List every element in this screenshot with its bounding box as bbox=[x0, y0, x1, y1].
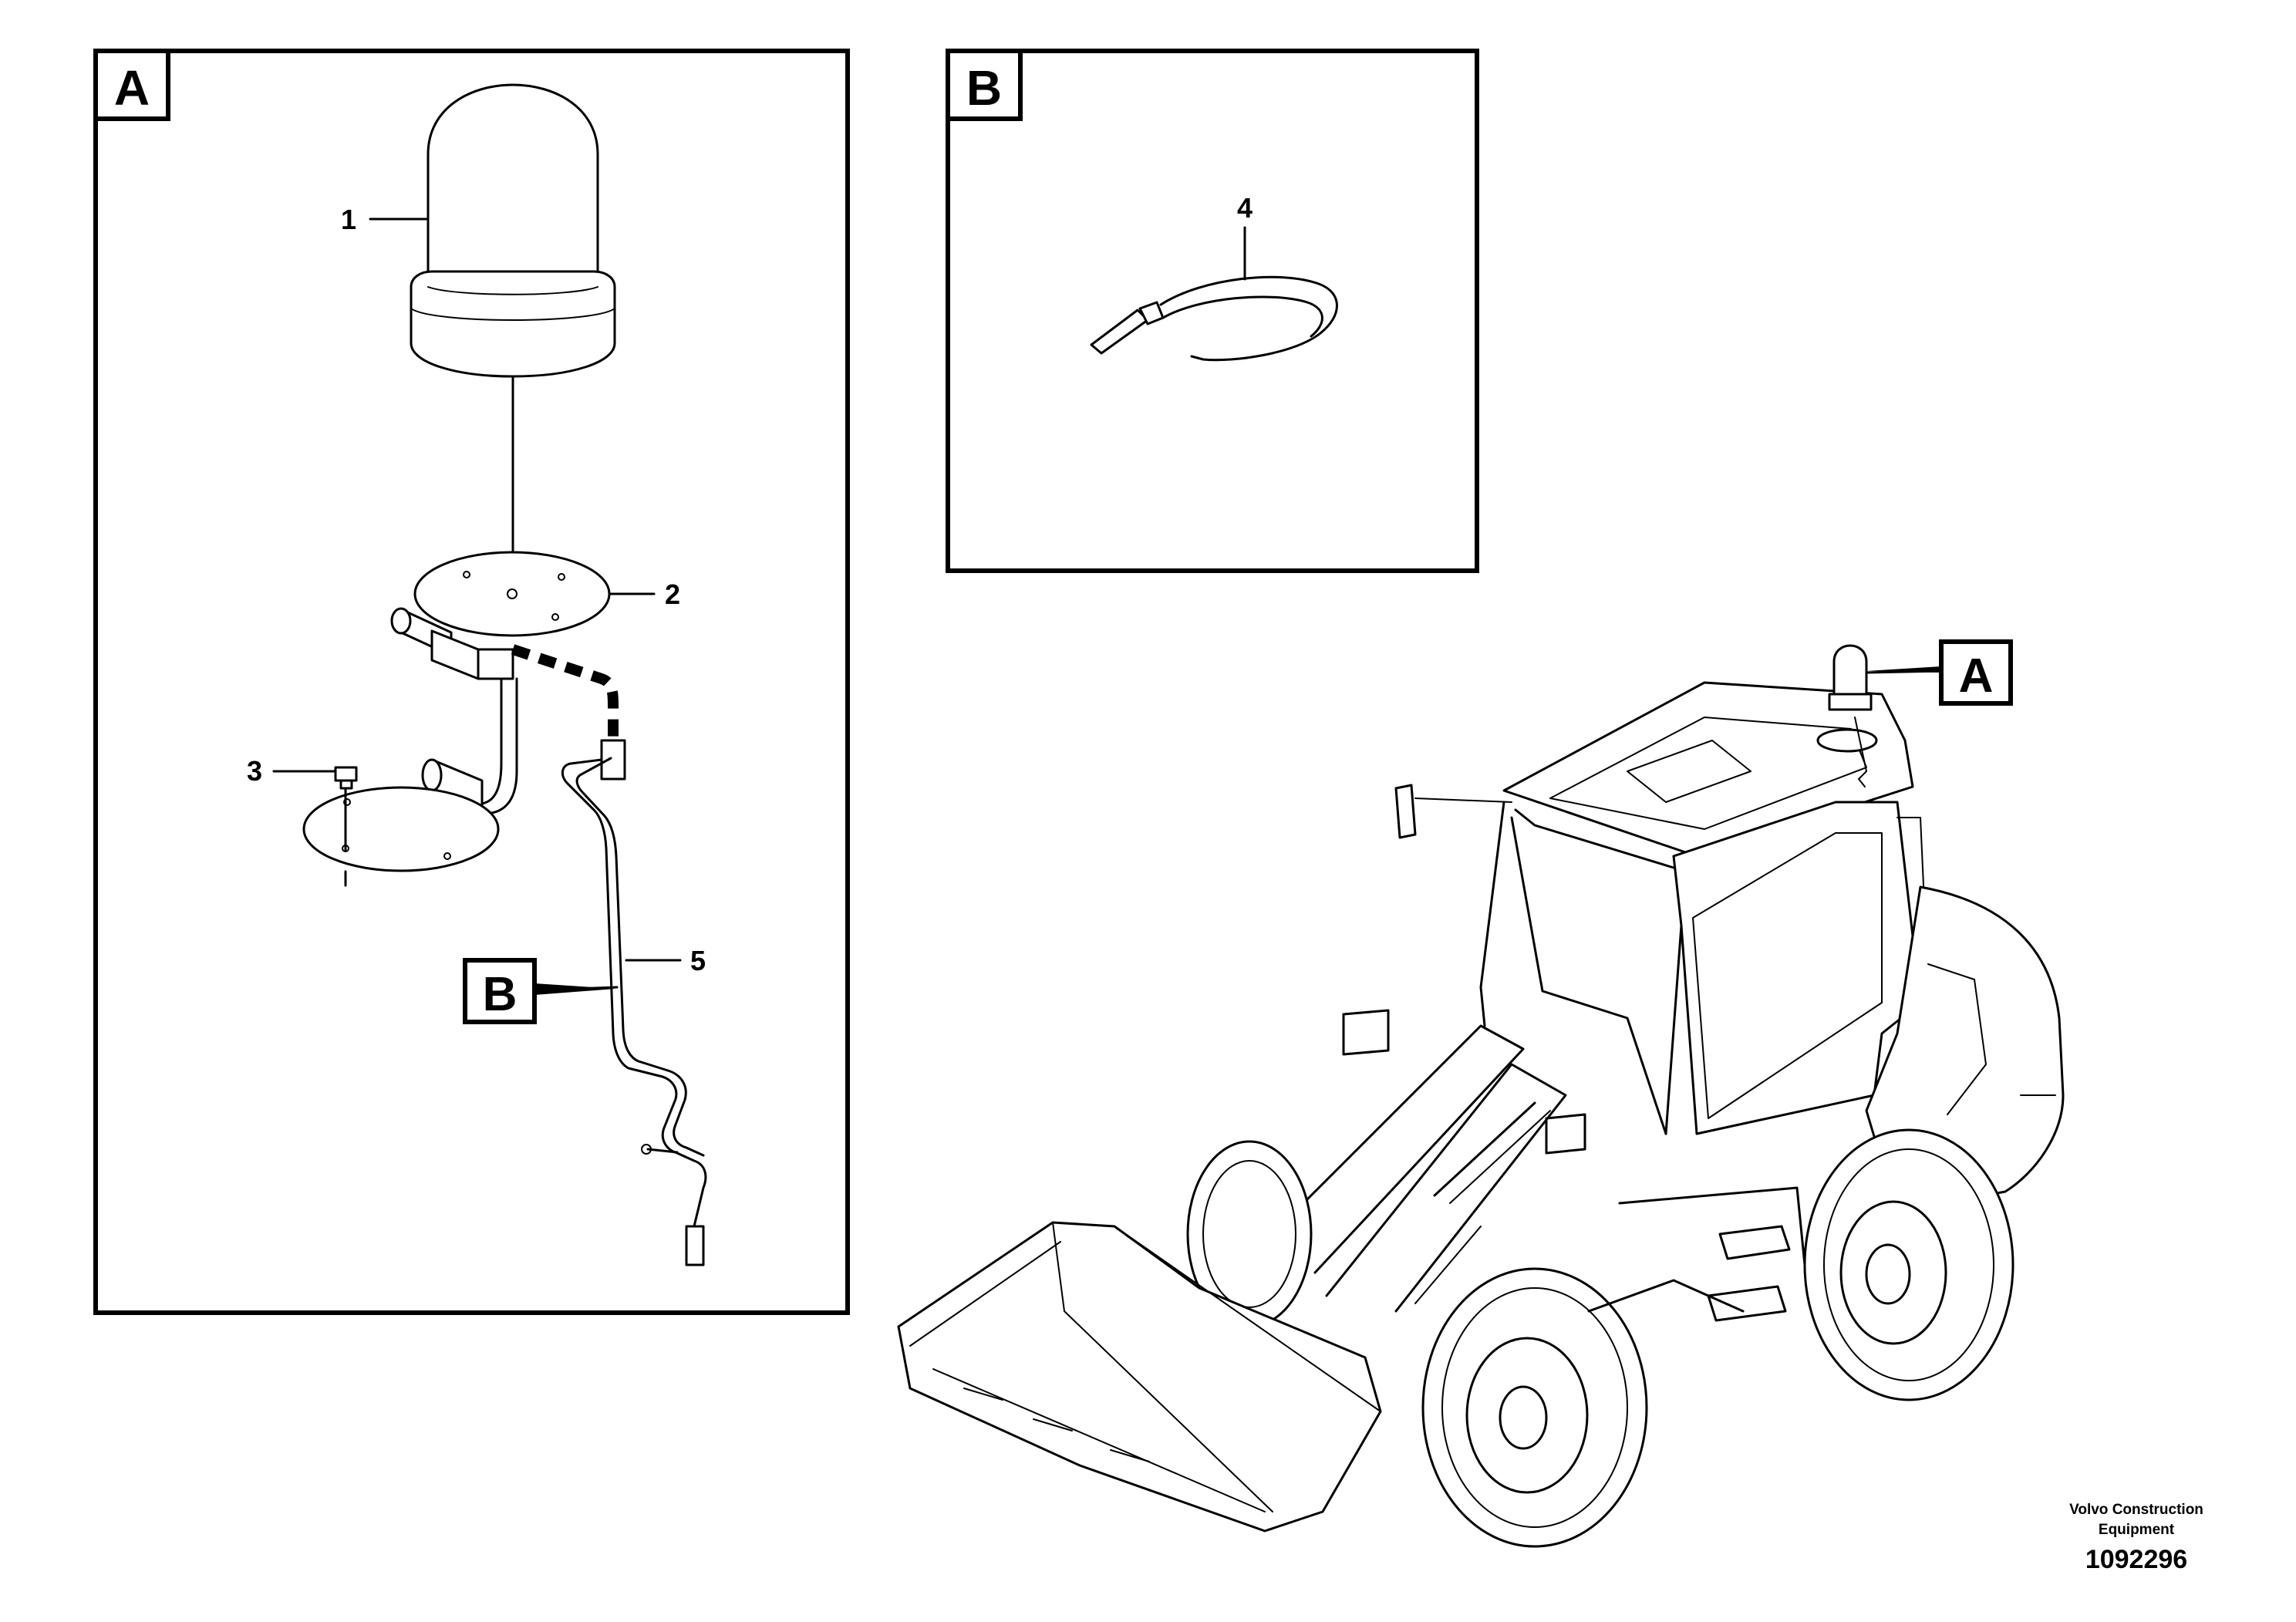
ref-a-letter: A bbox=[1959, 649, 1994, 703]
callout-3: 3 bbox=[247, 755, 262, 787]
brand-line-1: Volvo Construction bbox=[2069, 1502, 2203, 1518]
panel-b-letter: B bbox=[966, 60, 1002, 116]
beacon-light bbox=[410, 83, 616, 378]
callout-2: 2 bbox=[665, 578, 680, 610]
bracket-assembly bbox=[390, 607, 518, 815]
ref-b-letter: B bbox=[483, 968, 518, 1021]
cable-tie bbox=[1090, 275, 1338, 362]
ref-b-leader bbox=[533, 986, 619, 992]
lower-plate bbox=[302, 786, 500, 872]
roof-beacon bbox=[1832, 644, 1868, 696]
panel-b: B 4 bbox=[946, 49, 1479, 573]
callout-5: 5 bbox=[690, 945, 706, 976]
cable-dashed bbox=[511, 644, 619, 740]
brand-line-2: Equipment bbox=[2099, 1522, 2175, 1538]
wheel-loader-illustration: A bbox=[897, 639, 2065, 1548]
ref-b-box bbox=[463, 958, 537, 1024]
mounting-plate bbox=[413, 551, 611, 637]
panel-a-letter: A bbox=[114, 60, 150, 116]
bucket bbox=[897, 1221, 1382, 1533]
callout-4: 4 bbox=[1237, 192, 1253, 224]
callout-1: 1 bbox=[341, 204, 356, 235]
panel-a: A 1 2 bbox=[93, 49, 850, 1315]
rear-wheel bbox=[1803, 1128, 2014, 1401]
image-number: 1092296 bbox=[2085, 1545, 2187, 1574]
screw bbox=[334, 766, 358, 790]
panel-b-label-box bbox=[946, 49, 1023, 121]
front-wheel-right bbox=[1421, 1267, 1648, 1548]
cable-harness bbox=[561, 757, 707, 1266]
panel-a-label-box bbox=[93, 49, 170, 121]
connector-bottom bbox=[685, 1225, 705, 1266]
connector-top bbox=[600, 739, 626, 781]
ref-a-box bbox=[1939, 639, 2013, 706]
ref-a-leader bbox=[1866, 669, 1943, 674]
